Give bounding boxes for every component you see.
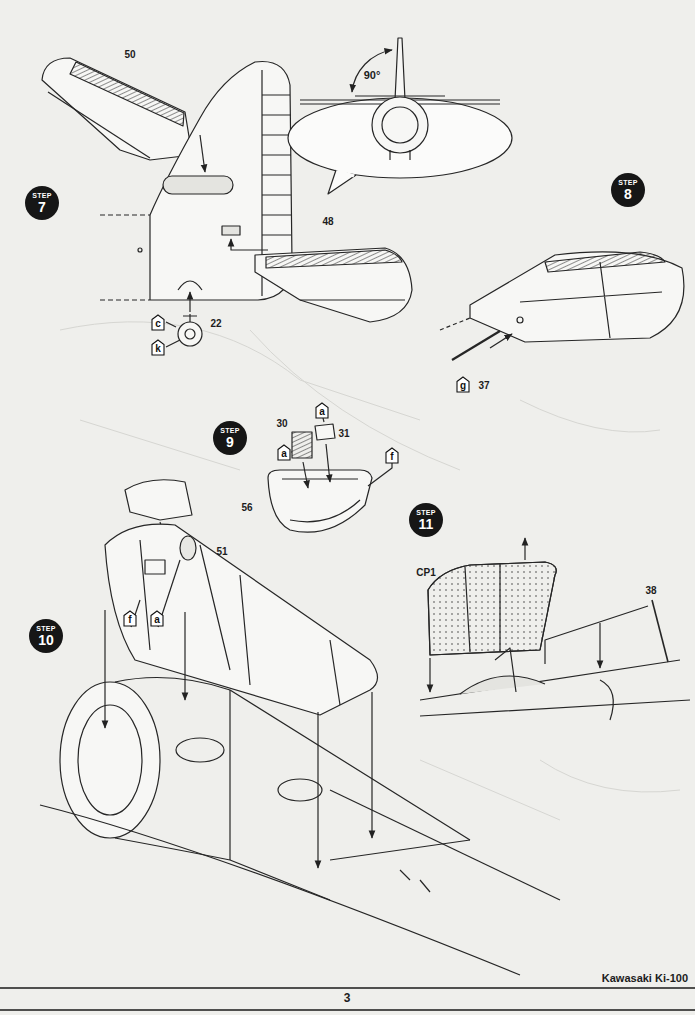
step-badge: STEP8 bbox=[611, 173, 645, 207]
step-word: STEP bbox=[32, 192, 51, 200]
part-letter-tag: a bbox=[150, 610, 164, 627]
step-badge: STEP10 bbox=[29, 619, 63, 653]
part-number: 31 bbox=[338, 428, 349, 440]
part-letter-tag: g bbox=[456, 376, 470, 393]
step-badge: STEP11 bbox=[409, 503, 443, 537]
step-word: STEP bbox=[36, 625, 55, 633]
wing-tip bbox=[440, 252, 684, 360]
part-number: 30 bbox=[276, 418, 287, 430]
step-word: STEP bbox=[618, 179, 637, 187]
page-number: 3 bbox=[344, 992, 351, 1006]
tag-shape bbox=[457, 377, 469, 392]
tag-shape bbox=[152, 315, 164, 330]
part-letter: c bbox=[155, 318, 161, 331]
tag-shape bbox=[152, 340, 164, 355]
step-badge: STEP7 bbox=[25, 186, 59, 220]
step-number: 11 bbox=[419, 517, 434, 531]
tag-shape bbox=[316, 403, 328, 418]
step-number: 10 bbox=[38, 633, 54, 647]
part-number: CP1 bbox=[416, 567, 435, 579]
tag-shape bbox=[124, 611, 136, 626]
step-number: 8 bbox=[624, 187, 632, 201]
part-number: 56 bbox=[241, 502, 252, 514]
seat-parts bbox=[268, 418, 392, 532]
step-number: 9 bbox=[226, 435, 234, 449]
part-letter: g bbox=[460, 380, 466, 393]
part-letter-tag: a bbox=[277, 444, 291, 461]
part-letter-tag: f bbox=[385, 447, 399, 464]
step-word: STEP bbox=[416, 509, 435, 517]
part-letter-tag: c bbox=[151, 314, 165, 331]
angle-label: 90° bbox=[364, 69, 381, 82]
step-word: STEP bbox=[220, 427, 239, 435]
step-badge: STEP9 bbox=[213, 421, 247, 455]
part-letter: f bbox=[128, 614, 131, 627]
tag-shape bbox=[386, 448, 398, 463]
tail-wheel bbox=[166, 314, 202, 347]
part-number: 51 bbox=[216, 546, 227, 558]
tag-shape bbox=[278, 445, 290, 460]
part-number: 48 bbox=[322, 216, 333, 228]
fuselage-cowling bbox=[40, 480, 560, 975]
part-letter-tag: a bbox=[315, 402, 329, 419]
front-view-bubble bbox=[288, 38, 512, 194]
model-name: Kawasaki Ki-100 bbox=[602, 972, 688, 985]
step-number: 7 bbox=[38, 200, 46, 214]
footer-rules bbox=[0, 988, 695, 1010]
canopy-and-antenna bbox=[420, 538, 690, 720]
part-number: 38 bbox=[645, 585, 656, 597]
part-letter: a bbox=[154, 614, 160, 627]
tag-shape bbox=[151, 611, 163, 626]
part-letter: f bbox=[390, 451, 393, 464]
part-number: 37 bbox=[478, 380, 489, 392]
stabiliser-right bbox=[255, 248, 412, 322]
part-letter: a bbox=[319, 406, 325, 419]
part-letter-tag: k bbox=[151, 339, 165, 356]
part-number: 50 bbox=[124, 49, 135, 61]
part-letter: k bbox=[155, 343, 161, 356]
part-letter: a bbox=[281, 448, 287, 461]
part-letter-tag: f bbox=[123, 610, 137, 627]
stabiliser-left bbox=[42, 58, 192, 160]
part-number: 22 bbox=[210, 318, 221, 330]
